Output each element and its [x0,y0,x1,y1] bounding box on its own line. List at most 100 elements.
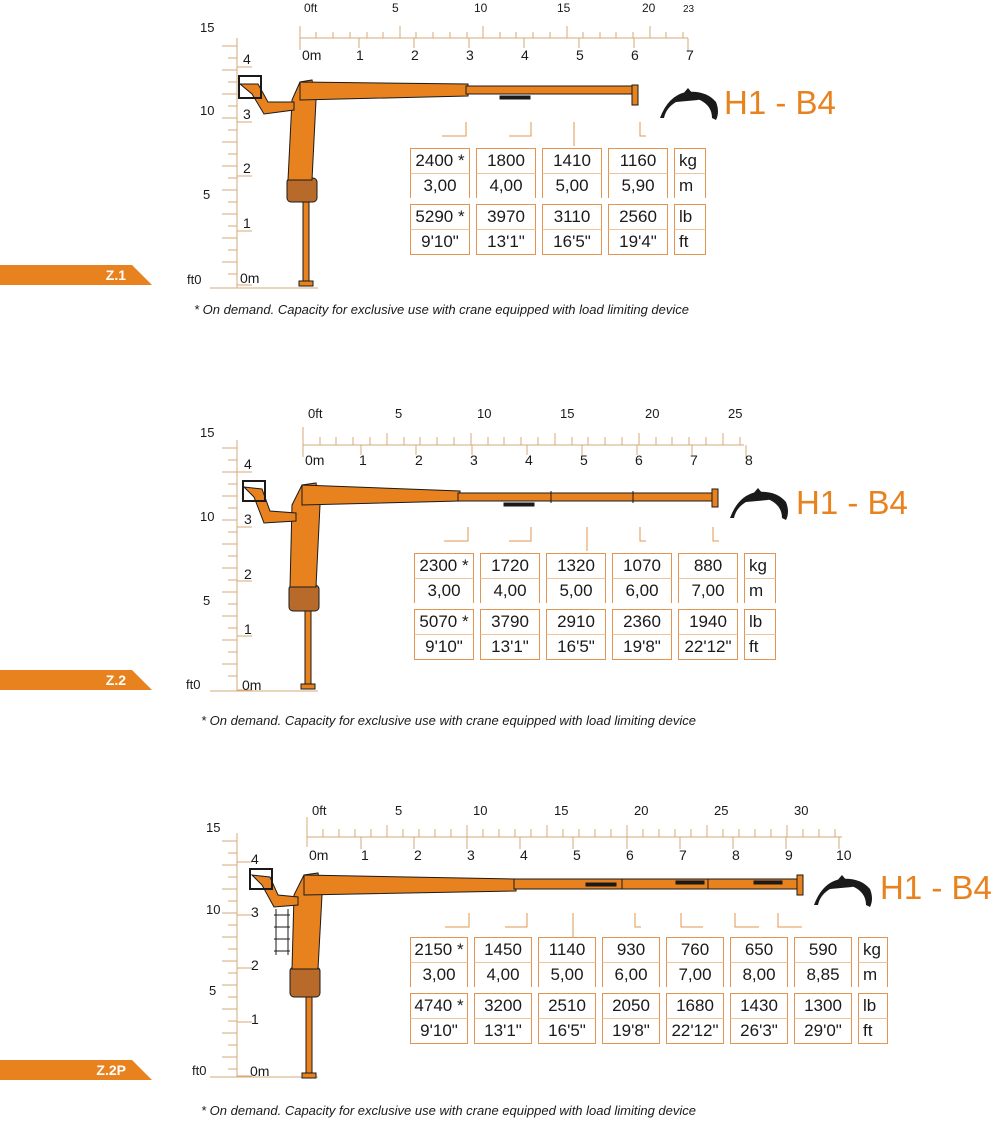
t-ft-label: 0ft [304,1,318,15]
table-cell: 1940 [678,609,738,634]
table-cell: 880 [678,553,738,578]
v-m-label: 4 [251,851,259,867]
table-row-m: 3,00 4,00 5,00 5,90 m [410,173,706,198]
table-row-ft: 9'10" 13'1" 16'5" 19'8" 22'12" 26'3" 29'… [410,1018,888,1044]
table-cell: 8,00 [730,962,788,987]
model-title: H1 - B4 [796,484,908,521]
vertical-m-labels: 4 3 2 1 0m [250,851,269,1079]
v-m-label: 0m [240,270,259,286]
t-m-label: 4 [521,47,529,63]
table-cell: 2910 [546,609,606,634]
table-cell: 4,00 [474,962,532,987]
v-ft-label: 5 [203,593,210,608]
v-m-label: 3 [243,106,251,122]
table-cell: 5070 * [414,609,474,634]
t-m-label: 6 [626,847,634,863]
t-m-label: 0m [302,47,321,63]
grapple-icon [730,488,788,520]
table-row-kg: 2400 * 1800 1410 1160 kg [410,148,706,173]
v-m-label: 3 [244,511,252,527]
v-m-label: 0m [250,1063,269,1079]
table-cell: 5,00 [546,578,606,603]
t-m-label: 9 [785,847,793,863]
v-m-label: 2 [243,160,251,176]
model-title: H1 - B4 [880,869,992,906]
table-cell: 1720 [480,553,540,578]
t-m-label: 0m [309,847,328,863]
t-ft-label: 0ft [312,803,327,818]
reach-diagram: 15 10 5 ft0 4 3 2 1 0m 0ft 5 10 15 20 25… [192,803,872,1079]
section-tag: Z.2P [0,1060,152,1080]
v-ft-label: 10 [206,902,220,917]
vertical-scale [210,833,318,1078]
t-m-label: 7 [679,847,687,863]
t-ft-label: 5 [392,1,399,15]
table-cell: 2300 * [414,553,474,578]
unit-cell: ft [858,1018,888,1044]
table-cell: 9'10" [410,229,470,255]
t-ft-label: 15 [557,1,571,15]
t-ft-label: 23 [683,4,695,15]
table-cell: 6,00 [602,962,660,987]
t-m-label: 5 [573,847,581,863]
t-m-label: 10 [836,847,852,863]
table-cell: 26'3" [730,1018,788,1044]
table-cell: 1680 [666,993,724,1018]
t-ft-label: 5 [395,406,402,421]
table-cell: 3,00 [410,962,468,987]
crane-illustration [238,75,639,287]
top-scale [306,817,842,849]
table-cell: 2050 [602,993,660,1018]
v-ft-label: ft0 [187,272,201,287]
table-cell: 19'8" [612,634,672,660]
top-scale [302,427,747,459]
vertical-scale [210,440,318,692]
table-cell: 1800 [476,148,536,173]
v-m-label: 1 [251,1011,259,1027]
vertical-ft-labels: 15 10 5 ft0 [192,820,220,1078]
footnote: * On demand. Capacity for exclusive use … [194,302,689,317]
t-m-label: 5 [576,47,584,63]
unit-cell: ft [674,229,706,255]
t-ft-label: 10 [477,406,491,421]
t-ft-label: 15 [560,406,574,421]
table-cell: 3790 [480,609,540,634]
crane-illustration [249,868,804,1079]
t-ft-label: 25 [714,803,728,818]
unit-cell: lb [674,204,706,229]
t-ft-label: 20 [645,406,659,421]
t-m-label: 8 [745,452,753,468]
table-cell: 7,00 [666,962,724,987]
table-cell: 3200 [474,993,532,1018]
table-row-kg: 2150 * 1450 1140 930 760 650 590 kg [410,937,888,962]
section-tag: Z.1 [0,265,152,285]
v-ft-label: ft0 [192,1063,206,1078]
unit-cell: m [744,578,776,603]
diagram-section-z2p: 15 10 5 ft0 4 3 2 1 0m 0ft 5 10 15 20 25… [0,795,1002,1122]
t-m-label: 2 [411,47,419,63]
top-ft-labels: 0ft 5 10 15 20 23 [304,1,695,15]
table-cell: 5,90 [608,173,668,198]
section-tag: Z.2 [0,670,152,690]
t-m-label: 6 [635,452,643,468]
t-m-label: 2 [415,452,423,468]
leader-lines [444,527,719,551]
v-ft-label: 5 [203,187,210,202]
unit-cell: lb [744,609,776,634]
table-cell: 16'5" [546,634,606,660]
leader-lines [442,122,646,146]
t-m-label: 7 [686,47,694,63]
unit-cell: lb [858,993,888,1018]
table-cell: 4,00 [480,578,540,603]
table-cell: 13'1" [480,634,540,660]
v-ft-label: ft0 [186,677,200,692]
t-ft-label: 20 [634,803,648,818]
table-cell: 4740 * [410,993,468,1018]
top-m-labels: 0m 1 2 3 4 5 6 7 8 [305,452,753,468]
table-cell: 22'12" [678,634,738,660]
table-row-m: 3,00 4,00 5,00 6,00 7,00 m [414,578,776,603]
table-cell: 2150 * [410,937,468,962]
t-ft-label: 30 [794,803,808,818]
grapple-icon [660,88,718,120]
reach-diagram: 15 10 5 ft0 4 3 2 1 0m 0ft 5 10 15 20 25… [186,406,788,693]
